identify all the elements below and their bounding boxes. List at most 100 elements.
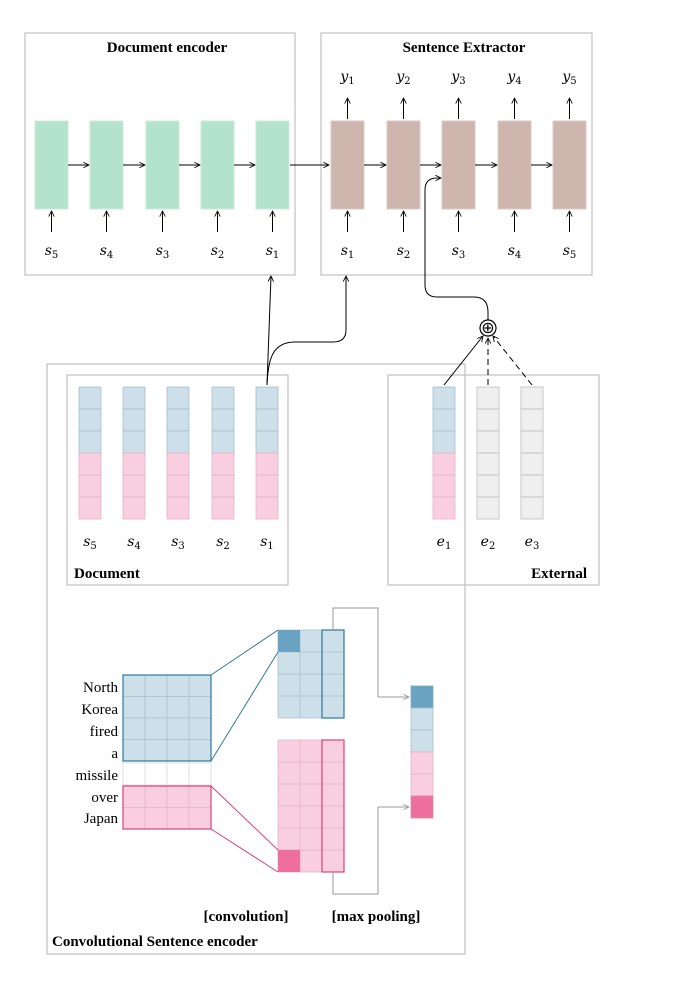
document-vector-4-cell-1 [211,386,235,410]
document-vector-1-cell-3 [78,430,102,454]
pooled-cell-1 [410,685,434,709]
document-vector-label-1-base: s [83,534,90,550]
external-vector-2-cell-2 [476,408,500,432]
external-vector-1-cell-6 [432,496,456,520]
blue-window [122,674,212,762]
sentence-extractor-border [320,32,593,276]
extractor-input-label-4: s4 [508,243,522,261]
document-vector-3-cell-1 [166,386,190,410]
external-panel: External e1 e2 e3 [387,374,600,586]
extractor-output-label-5: y5 [561,69,576,87]
extractor-output-label-2-sub: 2 [404,76,410,87]
pink-window-border [122,785,212,830]
word-4: a [111,746,118,762]
extractor-output-label-4-sub: 4 [515,76,521,87]
document-vector-label-2-base: s [127,534,134,550]
document-vector-3-cell-4 [166,452,190,476]
document-vectors [78,386,279,520]
external-vector-1 [432,386,456,520]
encoder-input-label-4-sub: 2 [218,250,224,261]
document-vector-label-5: s1 [260,534,274,552]
external-vector-1-cell-3 [432,430,456,454]
document-vector-label-1-sub: 5 [90,541,96,552]
document-vector-label-3: s3 [171,534,185,552]
blue-proj-bottom [210,651,279,762]
extractor-output-label-2-base: y [395,69,405,85]
word-3: fired [90,724,119,740]
document-vector-label-4-sub: 2 [223,541,229,552]
external-vector-label-3: e3 [525,534,540,552]
external-vector-label-1: e1 [437,534,452,552]
document-vector-3-cell-6 [166,496,190,520]
document-vector-label-2: s4 [127,534,141,552]
extractor-input-label-5-sub: 5 [570,250,576,261]
encoder-input-label-5: s1 [266,243,280,261]
encoder-cells [34,120,290,232]
extractor-input-label-3: s3 [452,243,466,261]
external-vector-3 [520,386,544,520]
document-vector-3-cell-5 [166,474,190,498]
document-vector-4-cell-2 [211,408,235,432]
extractor-input-label-4-sub: 4 [515,250,521,261]
external-vector-3-cell-5 [520,474,544,498]
external-vector-2-cell-1 [476,386,500,410]
extractor-output-label-1-base: y [339,69,349,85]
encoder-input-label-3-base: s [156,243,163,259]
pooled-vector [410,685,434,819]
pink-proj-top [210,785,279,851]
encoder-input-label-5-base: s [266,243,273,259]
extractor-cell-1 [330,120,365,210]
external-vector-3-cell-3 [520,430,544,454]
encoder-cell-5 [255,120,290,210]
word-6: over [91,790,118,806]
external-panel-title: External [531,566,587,582]
document-vector-label-2-sub: 4 [134,541,140,552]
document-vector-label-1: s5 [83,534,97,552]
document-vector-label-3-base: s [171,534,178,550]
encoder-input-label-2: s4 [100,243,114,261]
pink-max-cell [278,850,300,872]
document-vector-5 [255,386,279,520]
extractor-output-label-2: y2 [395,69,410,87]
encoder-input-label-1: s5 [45,243,59,261]
encoder-cell-2 [89,120,124,210]
extractor-input-label-5-base: s [563,243,570,259]
extractor-output-label-4-base: y [506,69,516,85]
document-vector-4-cell-3 [211,430,235,454]
external-vector-3-cell-6 [520,496,544,520]
external-vector-3-cell-1 [520,386,544,410]
external-vector-label-3-sub: 3 [533,541,539,552]
pool-arrow-pink [332,807,409,895]
document-vector-5-cell-4 [255,452,279,476]
external-vector-label-2-base: e [481,534,489,550]
e3-to-combine-arrow [493,336,533,386]
document-panel-border [66,374,289,586]
external-vector-label-1-sub: 1 [445,541,451,552]
document-vector-4-cell-5 [211,474,235,498]
conv-encoder-title: Convolutional Sentence encoder [52,934,258,950]
document-vector-1 [78,386,102,520]
convolution-graphics [122,607,434,895]
external-vector-3-cell-4 [520,452,544,476]
pooled-cell-6 [410,795,434,819]
encoder-cell-4 [200,120,235,210]
pooled-cell-3 [410,729,434,753]
pooled-cell-2 [410,707,434,731]
encoder-cell-3 [145,120,180,210]
external-vector-2-cell-6 [476,496,500,520]
pooled-cell-5 [410,773,434,797]
max-pooling-label: [max pooling] [332,909,421,925]
document-encoder-border [24,32,296,276]
document-vector-1-cell-6 [78,496,102,520]
pool-arrow-blue [332,607,409,697]
document-vector-2-cell-1 [122,386,146,410]
external-vector-1-cell-4 [432,452,456,476]
extractor-output-label-5-sub: 5 [570,76,576,87]
extractor-cell-3 [441,120,476,210]
external-vector-label-2-sub: 2 [489,541,495,552]
